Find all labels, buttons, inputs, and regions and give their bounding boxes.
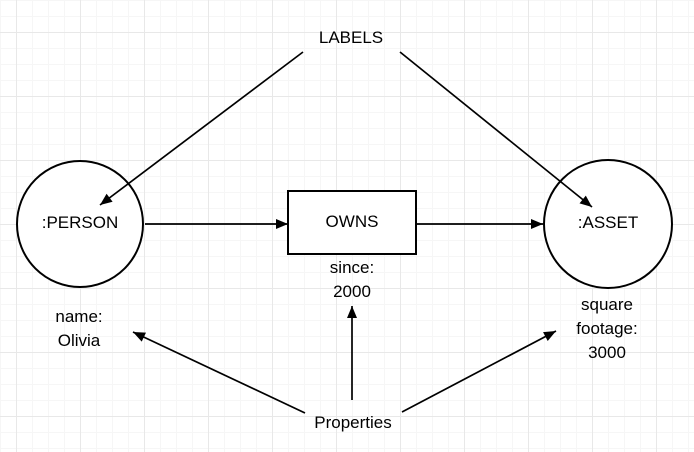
arrow-labels-to-person — [99, 51, 304, 206]
arrow-properties-to-name — [132, 331, 306, 414]
asset-node-label: :ASSET — [577, 213, 639, 232]
labels-annotation: LABELS — [318, 28, 384, 47]
property-line: square — [581, 295, 633, 314]
property-line: name: — [55, 307, 103, 326]
property-line: Olivia — [57, 331, 101, 350]
arrow-properties-to-footage — [401, 330, 557, 413]
asset-property: square footage: 3000 — [576, 293, 637, 365]
property-line: since: — [329, 258, 375, 277]
properties-annotation: Properties — [314, 413, 392, 432]
arrow-labels-to-asset — [399, 51, 593, 208]
person-property: name: Olivia — [55, 305, 102, 353]
owns-relationship-label: OWNS — [325, 212, 379, 231]
relationship-property: since: 2000 — [330, 256, 374, 304]
person-node-label: :PERSON — [41, 213, 119, 232]
property-line: footage: — [576, 319, 638, 338]
property-line: 2000 — [333, 282, 371, 301]
asset-node-circle — [543, 159, 673, 289]
property-line: 3000 — [588, 343, 626, 362]
owns-relationship-box — [287, 190, 417, 255]
person-node-circle — [16, 160, 144, 288]
